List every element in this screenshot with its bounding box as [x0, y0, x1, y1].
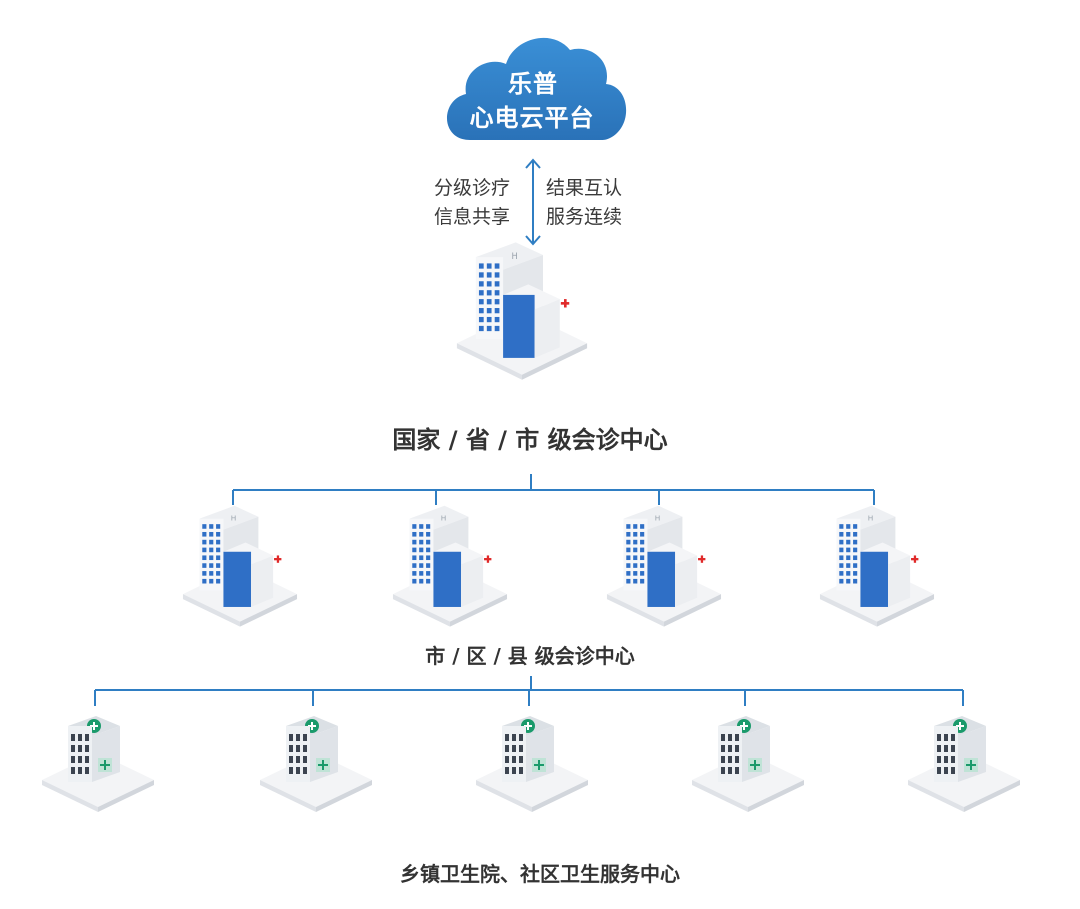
hospital-building-city-1: H — [182, 505, 298, 627]
clinic-building-1 — [42, 716, 154, 812]
clinic-building-5 — [908, 716, 1020, 812]
bracket-level2 — [232, 474, 875, 505]
svg-text:H: H — [231, 513, 237, 522]
hospital-building-city-4: H — [819, 505, 935, 627]
tier-label-city: 市 / 区 / 县 级会诊中心 — [425, 644, 635, 668]
link-left-line2: 信息共享 — [434, 206, 511, 228]
tier-label-township: 乡镇卫生院、社区卫生服务中心 — [400, 862, 680, 886]
svg-text:H: H — [868, 513, 874, 522]
tier-label-national: 国家 / 省 / 市 级会诊中心 — [392, 426, 668, 454]
cloud-title-line2: 心电云平台 — [469, 104, 595, 132]
link-right-line2: 服务连续 — [546, 206, 623, 228]
link-left-line1: 分级诊疗 — [434, 177, 511, 199]
cloud-title-line1: 乐普 — [508, 70, 558, 98]
clinic-building-4 — [692, 716, 804, 812]
svg-text:H: H — [441, 513, 447, 522]
clinic-building-3 — [476, 716, 588, 812]
svg-text:H: H — [512, 251, 518, 261]
clinic-building-2 — [260, 716, 372, 812]
hospital-building-city-3: H — [606, 505, 722, 627]
bracket-level3 — [94, 676, 964, 706]
hospital-building-national: H — [456, 242, 588, 380]
svg-text:H: H — [655, 513, 661, 522]
double-arrow — [525, 158, 541, 246]
hospital-building-city-2: H — [392, 505, 508, 627]
link-right-line1: 结果互认 — [546, 177, 623, 199]
